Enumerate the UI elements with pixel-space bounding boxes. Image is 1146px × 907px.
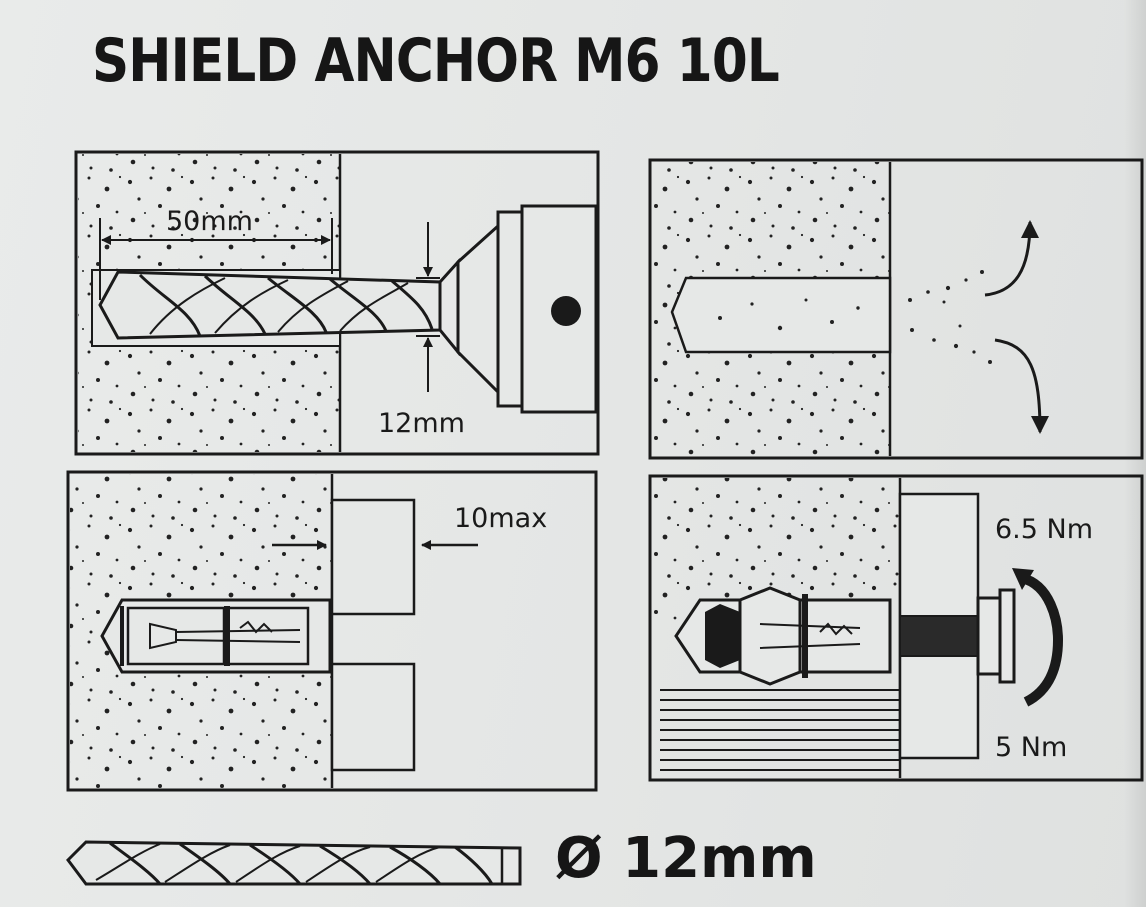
- step-drill-panel: 50mm 12mm: [74, 150, 600, 456]
- drill-diameter-label: 12mm: [378, 408, 465, 439]
- drill-size-label: Ø 12mm: [555, 826, 817, 891]
- step-tighten-panel: 6.5 Nm 5 Nm: [648, 474, 1144, 782]
- shield-anchor: [100, 598, 332, 674]
- step-clean-panel: [648, 158, 1144, 460]
- board-lines: [660, 689, 900, 771]
- blow-arrow-icon: [984, 220, 1039, 297]
- step-insert-panel: 10max: [66, 470, 598, 792]
- drill-bit-icon: [98, 270, 442, 340]
- chuck-icon: [438, 204, 598, 414]
- product-title: SHIELD ANCHOR M6 10L: [92, 26, 780, 96]
- torque-low-label: 5 Nm: [995, 732, 1067, 763]
- torque-high-label: 6.5 Nm: [995, 514, 1093, 545]
- fixture-plate: [330, 662, 416, 772]
- drill-hole: [670, 276, 892, 354]
- dust-particles: [718, 270, 992, 364]
- drill-bit-icon: [66, 840, 522, 886]
- card-edge-shadow: [1124, 0, 1146, 907]
- max-thickness-label: 10max: [454, 503, 547, 534]
- fixture-plate: [330, 498, 416, 616]
- torque-arrow-icon: [1020, 573, 1064, 707]
- blow-arrow-icon: [994, 338, 1049, 434]
- shield-anchor-expanded: [674, 586, 1016, 686]
- drill-depth-label: 50mm: [166, 206, 253, 237]
